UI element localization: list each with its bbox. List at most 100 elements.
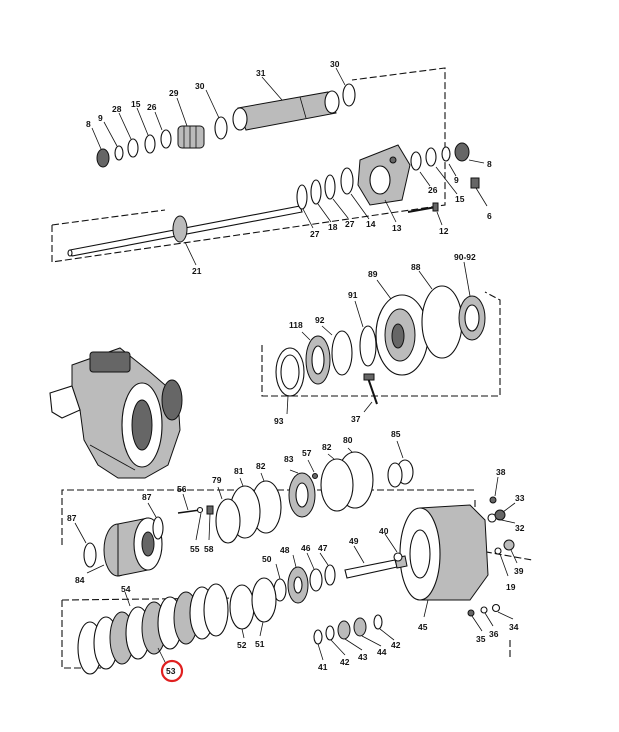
part-48-gear — [287, 566, 309, 604]
label-15-right: 15 — [455, 194, 465, 204]
axle-housing — [49, 347, 183, 479]
part-27-ring-b — [324, 174, 336, 200]
label-13: 13 — [392, 223, 402, 233]
part-57-pin — [312, 473, 318, 479]
part-30-ring-right — [342, 83, 356, 107]
part-92-ring — [331, 330, 353, 376]
label-47: 47 — [318, 543, 328, 553]
lower-leader-lines — [74, 440, 518, 665]
label-41: 41 — [318, 662, 328, 672]
label-49: 49 — [349, 536, 359, 546]
label-93: 93 — [274, 416, 284, 426]
label-28: 28 — [112, 104, 122, 114]
label-38: 38 — [496, 467, 506, 477]
part-53-clutch-disc-pack — [77, 583, 229, 675]
part-30-ring-left — [214, 116, 228, 140]
part-29-coupling — [177, 125, 205, 149]
part-42-ring-b — [373, 614, 383, 630]
part-36-washer — [480, 606, 488, 614]
label-53: 53 — [166, 666, 176, 676]
label-85: 85 — [391, 429, 401, 439]
label-30-top: 30 — [330, 59, 340, 69]
label-9-right: 9 — [454, 175, 459, 185]
label-83: 83 — [284, 454, 294, 464]
label-37: 37 — [351, 414, 361, 424]
label-48: 48 — [280, 545, 290, 555]
part-42-ring-a — [325, 625, 335, 641]
part-37-bolt — [363, 373, 378, 405]
label-43: 43 — [358, 652, 368, 662]
part-18-ring — [310, 179, 322, 205]
label-90-92: 90-92 — [454, 252, 476, 262]
label-8-left: 8 — [86, 119, 91, 129]
label-88: 88 — [411, 262, 421, 272]
label-55: 55 — [190, 544, 200, 554]
label-50: 50 — [262, 554, 272, 564]
label-45: 45 — [418, 622, 428, 632]
part-27-ring-a — [296, 184, 308, 210]
label-12: 12 — [439, 226, 449, 236]
part-88-oring — [421, 285, 463, 359]
label-18: 18 — [328, 222, 338, 232]
part-26-ring-right — [410, 151, 422, 171]
label-42-left: 42 — [340, 657, 350, 667]
label-36: 36 — [489, 629, 499, 639]
label-118: 118 — [289, 320, 303, 330]
label-26-left: 26 — [147, 102, 157, 112]
label-87-left: 87 — [67, 513, 77, 523]
label-34: 34 — [509, 622, 519, 632]
part-51-ring — [251, 577, 277, 623]
part-21-shaft — [67, 205, 303, 257]
label-82-a: 82 — [322, 442, 332, 452]
part-85-ring-b — [387, 462, 403, 488]
part-87-ring-right — [152, 516, 164, 540]
label-27-b: 27 — [345, 219, 355, 229]
label-26-right: 26 — [428, 185, 438, 195]
label-30: 30 — [195, 81, 205, 91]
label-84: 84 — [75, 575, 85, 585]
label-58: 58 — [204, 544, 214, 554]
label-54: 54 — [121, 584, 131, 594]
label-44: 44 — [377, 647, 387, 657]
upper-leader-lines — [91, 67, 488, 266]
label-19: 19 — [506, 582, 516, 592]
part-9-ring-right — [441, 146, 451, 162]
part-9-ring-left — [114, 145, 124, 161]
label-39: 39 — [514, 566, 524, 576]
label-27-a: 27 — [310, 229, 320, 239]
label-29: 29 — [169, 88, 179, 98]
label-87-right: 87 — [142, 492, 152, 502]
part-8-nut-left — [96, 148, 110, 168]
label-42-right: 42 — [391, 640, 401, 650]
part-39-plug — [503, 539, 515, 551]
part-93-race-inner — [280, 354, 300, 390]
part-34-nut — [491, 603, 501, 613]
part-41-ring — [313, 629, 323, 645]
label-14: 14 — [366, 219, 376, 229]
part-89-hub — [375, 294, 429, 376]
part-56-pin — [177, 505, 214, 515]
part-84-piston — [103, 517, 163, 577]
label-82-b: 82 — [256, 461, 266, 471]
part-46-ring — [309, 568, 323, 592]
label-81: 81 — [234, 466, 244, 476]
part-43-gear — [337, 620, 351, 640]
label-31: 31 — [256, 68, 266, 78]
label-40: 40 — [379, 526, 389, 536]
label-52: 52 — [237, 640, 247, 650]
label-56: 56 — [177, 484, 187, 494]
part-47-ring — [324, 564, 336, 586]
label-15-left: 15 — [131, 99, 141, 109]
label-21: 21 — [192, 266, 202, 276]
part-44-bearing — [353, 617, 367, 637]
part-83-bearing — [288, 472, 316, 518]
label-33: 33 — [515, 493, 525, 503]
part-52-disc — [229, 584, 255, 630]
label-89: 89 — [368, 269, 378, 279]
label-51: 51 — [255, 639, 265, 649]
part-40-washer — [393, 552, 403, 562]
middle-assembly-frame — [261, 291, 501, 397]
part-118-bearing — [305, 335, 331, 385]
label-35: 35 — [476, 634, 486, 644]
